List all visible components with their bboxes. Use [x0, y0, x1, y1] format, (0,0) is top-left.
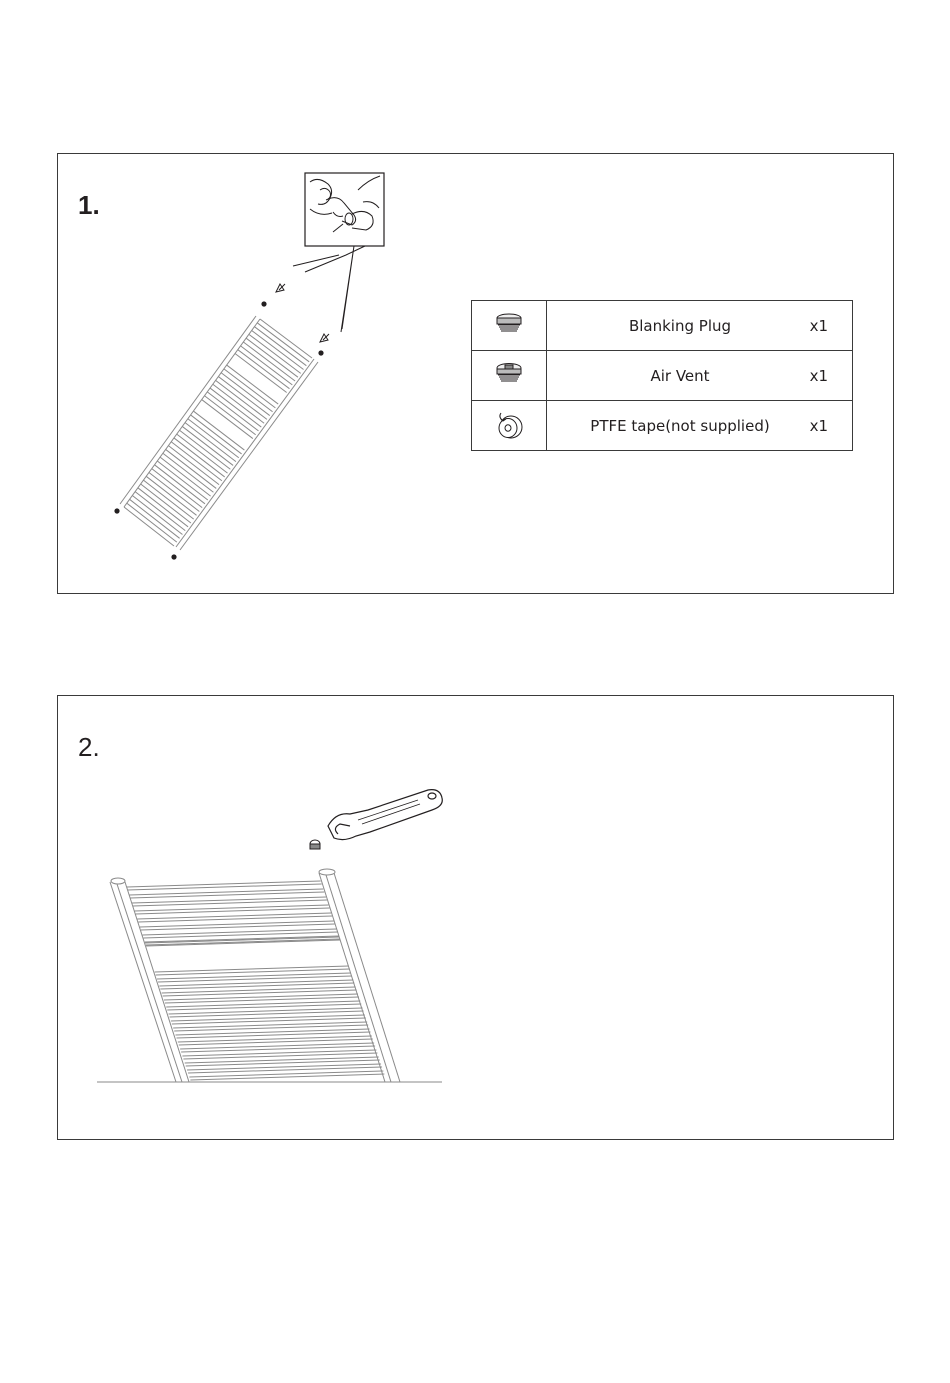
radiator-rail [216, 380, 267, 419]
radiator-rail [157, 461, 207, 500]
table-row: Air Vent x1 [472, 351, 853, 401]
radiator-rail [135, 492, 185, 531]
radiator-rail [166, 449, 217, 488]
radiator-rail [224, 369, 275, 408]
air-vent-icon [492, 362, 526, 386]
radiator-rail [190, 1074, 384, 1080]
radiator-upright-illustration [58, 696, 895, 1141]
radiator-rail [138, 916, 332, 922]
radiator-rail [127, 503, 177, 542]
radiator-rail [185, 423, 236, 462]
radiator-rail [235, 354, 287, 393]
radiator-rail [254, 327, 306, 366]
part-name: Air Vent [547, 367, 813, 385]
radiator-rail [221, 373, 272, 412]
step-2-panel: 2. [57, 695, 894, 1140]
table-row: PTFE tape(not supplied) x1 [472, 401, 853, 451]
radiator-rail [130, 892, 324, 898]
radiator-rail [146, 476, 196, 515]
radiator-rail [188, 419, 239, 458]
radiator-rail [129, 889, 323, 895]
radiator-rail [204, 396, 255, 435]
part-quantity: x1 [810, 367, 828, 385]
radiator-rail [160, 457, 211, 496]
radiator-rail [171, 442, 222, 481]
radiator-rail [218, 377, 269, 416]
radiator-rail [124, 507, 174, 546]
radiator-rail [127, 881, 321, 887]
radiator-rail [136, 908, 330, 914]
radiator-rail [210, 388, 261, 427]
radiator-rail [249, 334, 301, 373]
radiator-rail [213, 384, 264, 423]
radiator-rail [168, 446, 219, 485]
radiator-rail [243, 342, 295, 381]
radiator-rail [141, 484, 191, 523]
radiator-rail [133, 900, 327, 906]
radiator-rail [257, 323, 309, 362]
radiator-rail [246, 338, 298, 377]
part-name: Blanking Plug [547, 317, 813, 335]
radiator-rail [152, 469, 202, 508]
radiator-rail [130, 499, 180, 538]
radiator-rail [182, 426, 233, 465]
part-quantity: x1 [810, 317, 828, 335]
radiator-rail [137, 913, 331, 919]
radiator-rail [177, 434, 228, 473]
radiator-rail [202, 400, 253, 439]
blanking-plug-icon [492, 313, 526, 335]
radiator-rail [132, 495, 182, 534]
parts-table: Blanking Plug x1 Air Vent x1 [471, 300, 853, 451]
radiator-rail [241, 346, 293, 385]
radiator-rail [155, 966, 349, 972]
radiator-rail [141, 924, 335, 930]
radiator-rail [260, 319, 312, 358]
radiator-rail [143, 480, 193, 519]
radiator-rail [155, 465, 205, 504]
radiator-rail [193, 411, 244, 450]
radiator-rail [238, 350, 290, 389]
radiator-rail [128, 884, 322, 890]
radiator-rail [227, 365, 279, 404]
radiator-rail [132, 897, 326, 903]
radiator-rail [252, 331, 304, 370]
radiator-rail [138, 488, 188, 527]
step-1-panel: 1. [57, 153, 894, 594]
radiator-rail [135, 905, 329, 911]
radiator-rail [163, 453, 214, 492]
radiator-rail [140, 921, 334, 927]
radiator-rail [207, 392, 258, 431]
ptfe-tape-icon [492, 407, 526, 441]
radiator-rail [180, 430, 231, 469]
radiator-rail [174, 438, 225, 477]
radiator-rail [191, 415, 242, 454]
radiator-rail [149, 472, 199, 511]
part-name: PTFE tape(not supplied) [547, 417, 813, 435]
part-quantity: x1 [810, 417, 828, 435]
table-row: Blanking Plug x1 [472, 301, 853, 351]
radiator-rail [142, 929, 336, 935]
